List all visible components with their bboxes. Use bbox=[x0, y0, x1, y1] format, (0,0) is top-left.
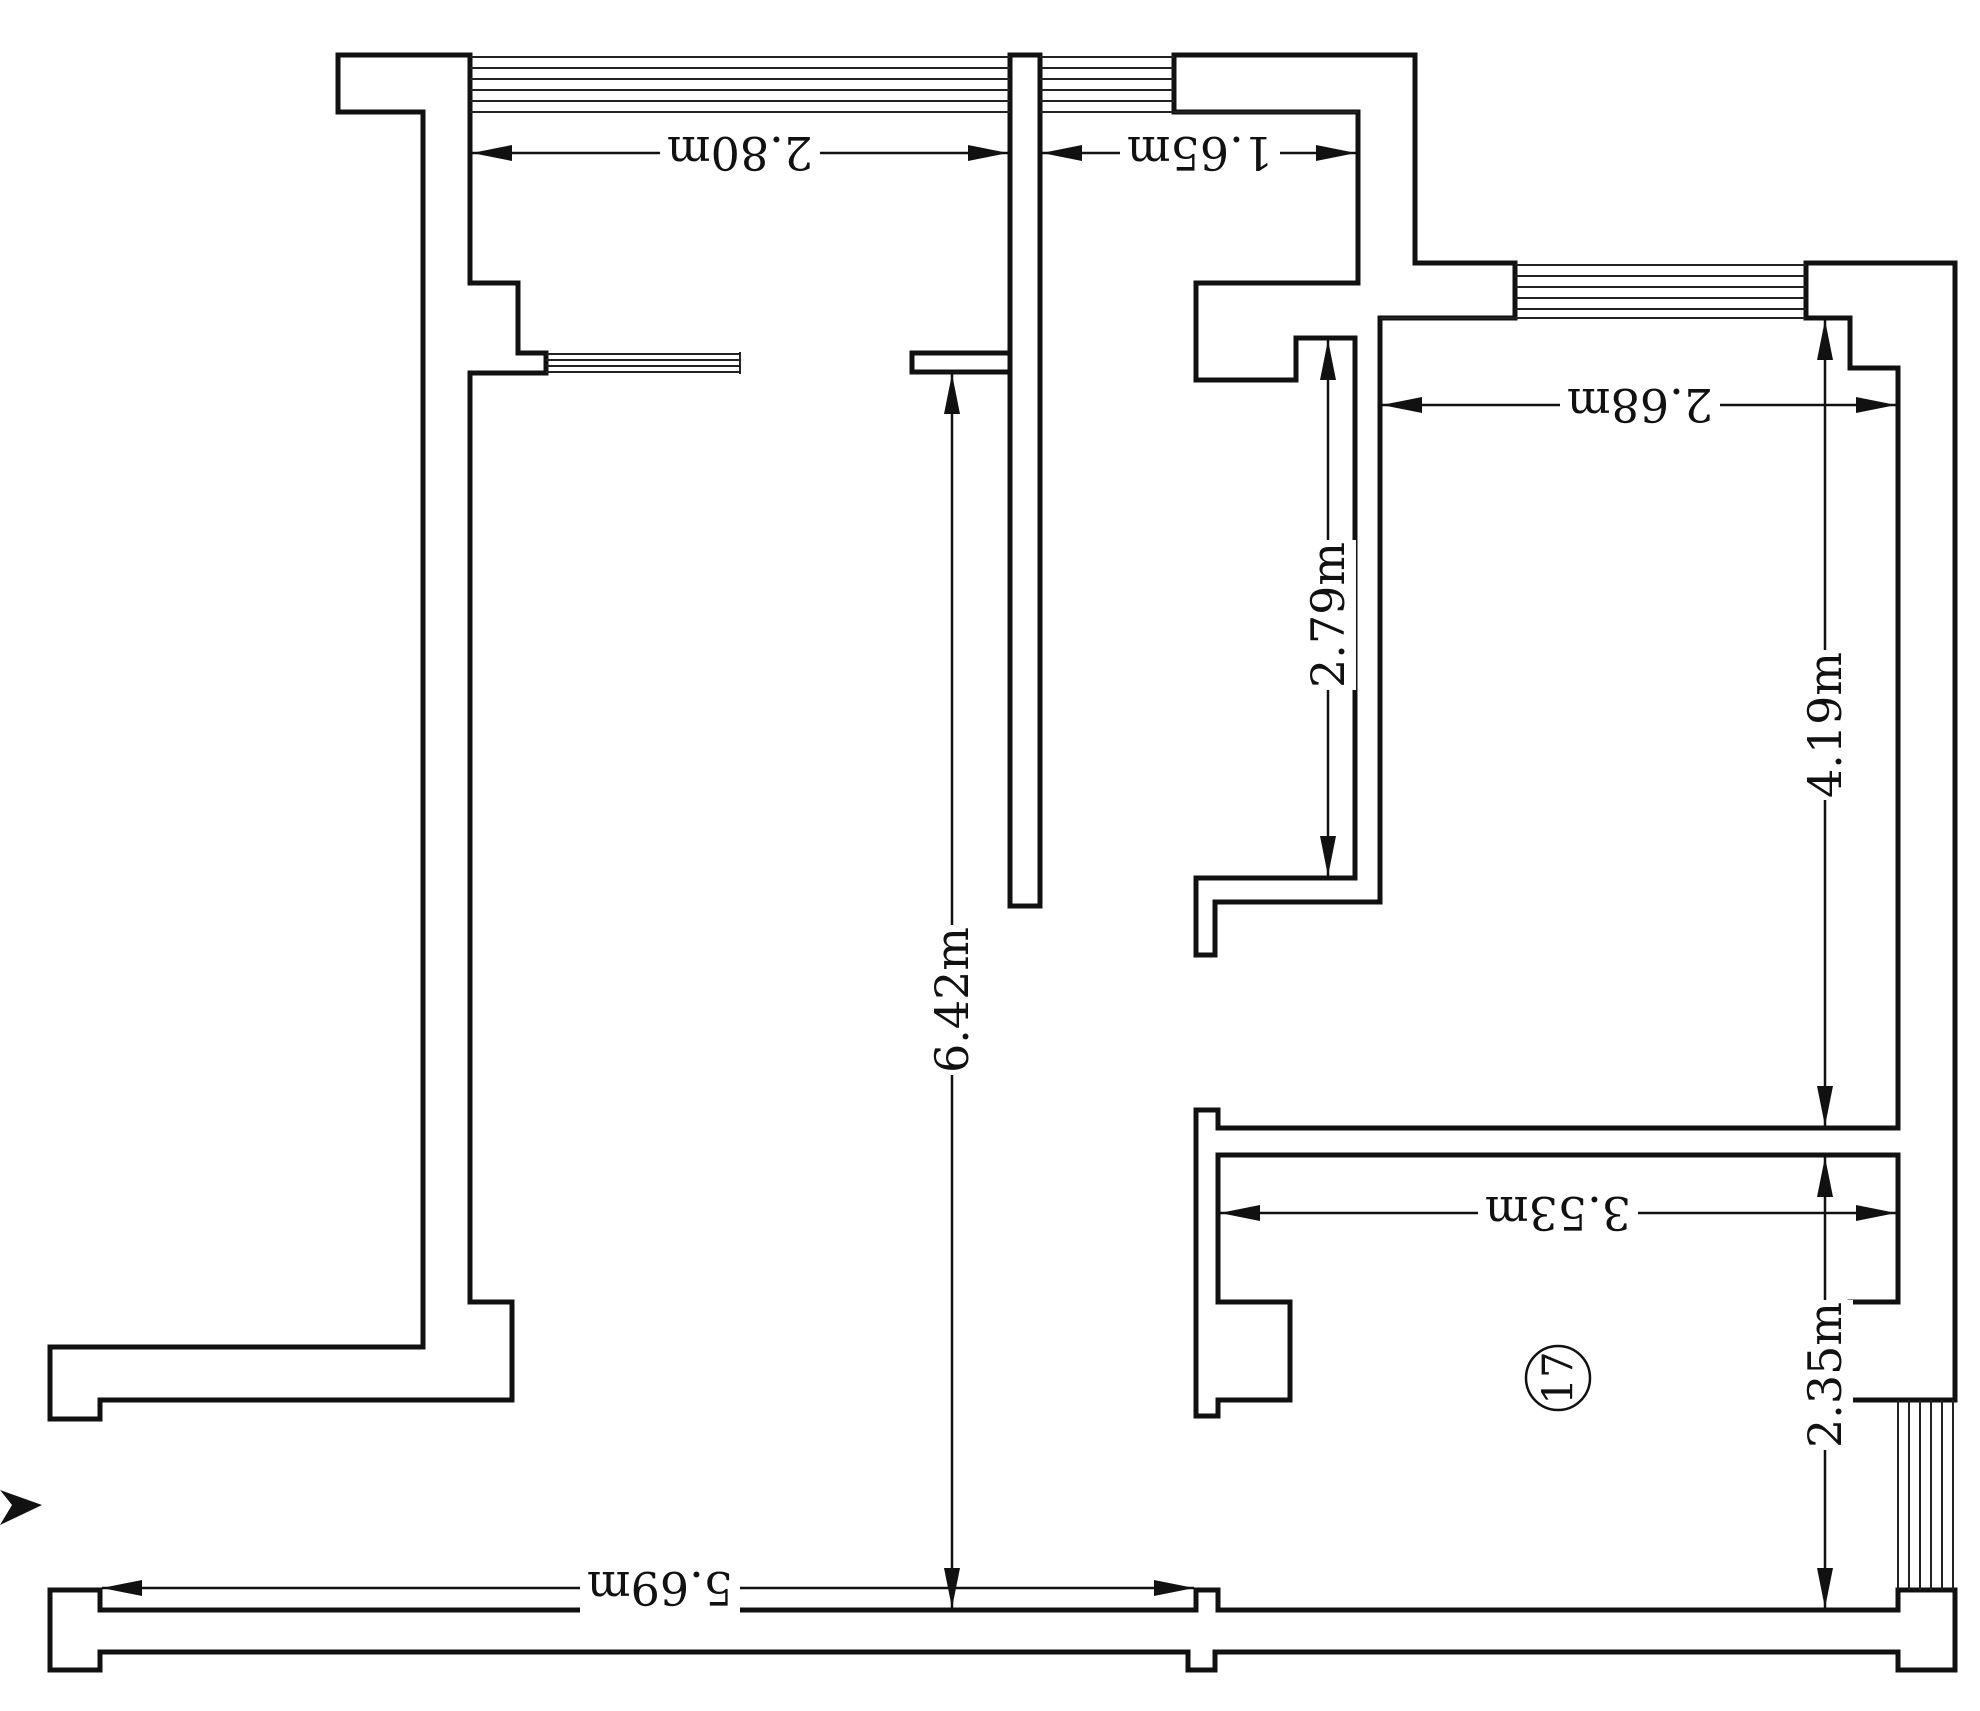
dim-top-right-width: 1.65m bbox=[1127, 126, 1273, 180]
upper-right-wall bbox=[1171, 52, 1518, 958]
dimension-labels: 2.80m 1.65m 2.68m 3.53m 5.69m 2.79m 4.19… bbox=[580, 125, 1853, 1616]
dim-corridor-height: 2.79m bbox=[1301, 542, 1355, 688]
right-upper-window bbox=[1380, 264, 1806, 319]
dim-bottom-total-width: 5.69m bbox=[587, 1561, 733, 1615]
center-ledge bbox=[909, 350, 1013, 375]
dim-main-height: 6.42m bbox=[925, 927, 979, 1073]
room-number: 17 bbox=[1534, 1351, 1583, 1404]
windows bbox=[470, 56, 1954, 1590]
dim-right-room-width: 2.68m bbox=[1567, 378, 1713, 432]
right-outer-wall bbox=[1193, 260, 1958, 1419]
dim-right-room-height: 4.19m bbox=[1798, 652, 1852, 798]
dim-top-left-width: 2.80m bbox=[667, 126, 813, 180]
center-partition bbox=[1007, 52, 1043, 909]
bottom-wall bbox=[47, 1587, 1958, 1673]
dimension-lines bbox=[102, 145, 1896, 1608]
top-window-right bbox=[1040, 56, 1358, 113]
entrance-arrow-icon bbox=[0, 1490, 42, 1525]
room-label: 17 bbox=[1524, 1344, 1592, 1412]
sliding-panel bbox=[546, 352, 741, 374]
top-window-left bbox=[470, 56, 1010, 113]
bottom-right-window bbox=[1897, 1400, 1954, 1590]
left-wall bbox=[47, 52, 549, 1422]
dim-bottom-room-height: 2.35m bbox=[1798, 1302, 1852, 1448]
dim-bottom-room-width: 3.53m bbox=[1485, 1186, 1631, 1240]
